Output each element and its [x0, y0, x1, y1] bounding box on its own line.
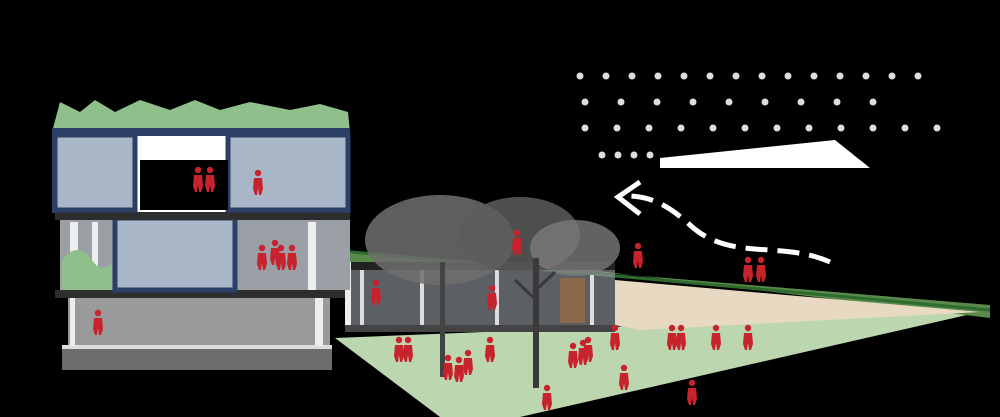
- annotation-dots: [576, 72, 941, 159]
- annotation-dot: [914, 72, 922, 80]
- annotation-dot: [646, 151, 654, 159]
- person-icon: [743, 256, 753, 282]
- annotation-dot: [581, 124, 589, 132]
- person-icon: [193, 166, 203, 192]
- annotation-dot: [933, 124, 941, 132]
- person-icon: [205, 166, 215, 192]
- annotation-dot: [598, 151, 606, 159]
- person-icon: [743, 324, 753, 350]
- sky-wedge: [660, 140, 870, 168]
- person-icon: [610, 324, 620, 350]
- annotation-dot: [602, 72, 610, 80]
- annotation-dot: [869, 98, 877, 106]
- lawn: [335, 312, 980, 417]
- person-icon: [403, 336, 413, 362]
- annotation-dot: [628, 72, 636, 80]
- annotation-dot: [761, 98, 769, 106]
- person-icon: [756, 256, 766, 282]
- person-icon: [568, 342, 578, 368]
- person-icon: [667, 324, 677, 350]
- annotation-dot: [732, 72, 740, 80]
- green-roof: [52, 100, 350, 132]
- annotation-dot: [706, 72, 714, 80]
- annotation-dot: [784, 72, 792, 80]
- person-icon: [542, 384, 552, 410]
- person-icon: [394, 336, 404, 362]
- paving: [615, 280, 980, 330]
- annotation-dot: [613, 124, 621, 132]
- annotation-dot: [581, 98, 589, 106]
- annotation-dot: [837, 124, 845, 132]
- annotation-dot: [630, 151, 638, 159]
- person-icon: [711, 324, 721, 350]
- arrow-icon: [613, 179, 832, 265]
- person-icon: [270, 239, 280, 265]
- annotation-dot: [709, 124, 717, 132]
- person-icon: [257, 244, 267, 270]
- annotation-dot: [614, 151, 622, 159]
- building: [52, 100, 351, 370]
- annotation-dot: [862, 72, 870, 80]
- person-icon: [583, 336, 593, 362]
- person-icon: [512, 229, 522, 255]
- annotation-dot: [758, 72, 766, 80]
- person-icon: [633, 242, 643, 268]
- annotation-dot: [677, 124, 685, 132]
- person-icon: [687, 379, 697, 405]
- person-icon: [93, 309, 103, 335]
- annotation-dot: [869, 124, 877, 132]
- annotation-dot: [888, 72, 896, 80]
- annotation-dot: [773, 124, 781, 132]
- annotation-dot: [645, 124, 653, 132]
- person-icon: [443, 354, 453, 380]
- annotation-dot: [741, 124, 749, 132]
- annotation-dot: [576, 72, 584, 80]
- pavilion: [345, 262, 615, 332]
- annotation-dot: [805, 124, 813, 132]
- annotation-dot: [617, 98, 625, 106]
- person-icon: [287, 244, 297, 270]
- annotation-dot: [836, 72, 844, 80]
- annotation-dot: [833, 98, 841, 106]
- person-icon: [619, 364, 629, 390]
- person-icon: [253, 169, 263, 195]
- annotation-dot: [725, 98, 733, 106]
- person-icon: [485, 336, 495, 362]
- tree-icon: [365, 195, 620, 388]
- annotation-dot: [653, 98, 661, 106]
- annotation-dot: [654, 72, 662, 80]
- person-icon: [454, 356, 464, 382]
- person-icon: [487, 284, 497, 310]
- person-icon: [371, 279, 381, 305]
- people-group: [93, 166, 766, 410]
- annotation-dot: [901, 124, 909, 132]
- annotation-dot: [810, 72, 818, 80]
- annotation-dot: [680, 72, 688, 80]
- person-icon: [463, 349, 473, 375]
- annotation-dot: [797, 98, 805, 106]
- person-icon: [676, 324, 686, 350]
- annotation-dot: [689, 98, 697, 106]
